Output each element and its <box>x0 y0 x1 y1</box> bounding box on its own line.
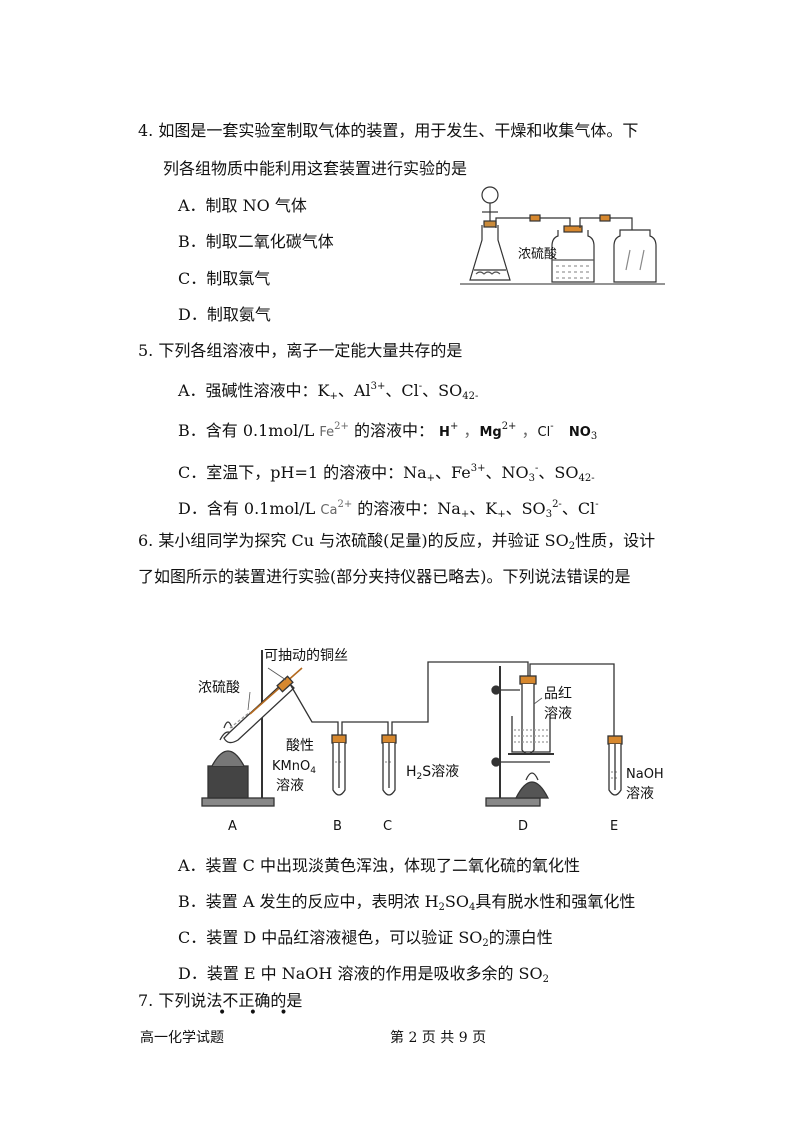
naoh-label-1: NaOH <box>626 767 664 782</box>
apparatus-label-e: E <box>610 819 618 834</box>
q4-option-b: B．制取二氧化碳气体 <box>178 232 334 251</box>
q6-option-b: B．装置 A 发生的反应中，表明浓 H2SO4具有脱水性和强氧化性 <box>178 892 636 913</box>
emphasis-dots: • • • <box>218 1005 297 1021</box>
q6-option-c: C．装置 D 中品红溶液褪色，可以验证 SO2的漂白性 <box>178 928 553 949</box>
q6-line1: 6. 某小组同学为探究 Cu 与浓硫酸(足量)的反应，并验证 SO2性质，设计 <box>138 531 656 552</box>
footer-title: 高一化学试题 <box>140 1030 224 1046</box>
q4-conc-acid-label: 浓硫酸 <box>518 247 557 262</box>
q4-option-c: C．制取氯气 <box>178 269 271 288</box>
apparatus-label-a: A <box>228 819 237 834</box>
acidic-label: 酸性 <box>286 738 314 754</box>
q4-gas-apparatus-figure: 浓硫酸 <box>460 186 665 285</box>
q5-option-a: A．强碱性溶液中：K+、Al3+、Cl-、SO42- <box>178 381 479 402</box>
q6-option-a: A．装置 C 中出现淡黄色浑浊，体现了二氧化硫的氧化性 <box>178 856 580 875</box>
copper-wire-label: 可抽动的铜丝 <box>264 648 348 664</box>
q4-line2: 列各组物质中能利用这套装置进行实验的是 <box>163 159 468 178</box>
pinhong-label-1: 品红 <box>544 686 572 702</box>
apparatus-label-d: D <box>518 819 528 834</box>
pinhong-label-2: 溶液 <box>544 706 572 722</box>
q5-option-c: C．室温下，pH=1 的溶液中：Na+、Fe3+、NO3-、SO42- <box>178 463 595 484</box>
page-number: 第 2 页 共 9 页 <box>390 1030 487 1046</box>
q6-apparatus-figure: 可抽动的铜丝 浓硫酸 酸性 KMnO4 溶液 H2S溶液 品红 溶液 NaOH … <box>198 648 664 834</box>
kmno4-solution-label: 溶液 <box>276 778 304 794</box>
q6-line2: 了如图所示的装置进行实验(部分夹持仪器已略去)。下列说法错误的是 <box>138 567 631 586</box>
h2s-solution-label: H2S溶液 <box>406 764 459 782</box>
q5-option-b: B．含有 0.1mol/L Fe2+ 的溶液中： H+ ，Mg2+ ，Cl- N… <box>178 421 598 442</box>
q7-stem: 7. 下列说法不正确的是 <box>138 991 303 1010</box>
q4-line1: 4. 如图是一套实验室制取气体的装置，用于发生、干燥和收集气体。下 <box>138 121 639 140</box>
naoh-label-2: 溶液 <box>626 786 654 802</box>
apparatus-label-c: C <box>383 819 392 834</box>
q5-stem: 5. 下列各组溶液中，离子一定能大量共存的是 <box>138 341 463 360</box>
kmno4-label: KMnO4 <box>272 759 316 776</box>
q4-option-d: D．制取氨气 <box>178 305 271 324</box>
conc-sulfuric-acid-label: 浓硫酸 <box>198 680 240 696</box>
q6-option-d: D．装置 E 中 NaOH 溶液的作用是吸收多余的 SO2 <box>178 964 550 985</box>
q5-option-d: D．含有 0.1mol/L Ca2+ 的溶液中：Na+、K+、SO32-、Cl- <box>178 499 599 520</box>
q4-option-a: A．制取 NO 气体 <box>178 196 307 215</box>
apparatus-label-b: B <box>333 819 342 834</box>
